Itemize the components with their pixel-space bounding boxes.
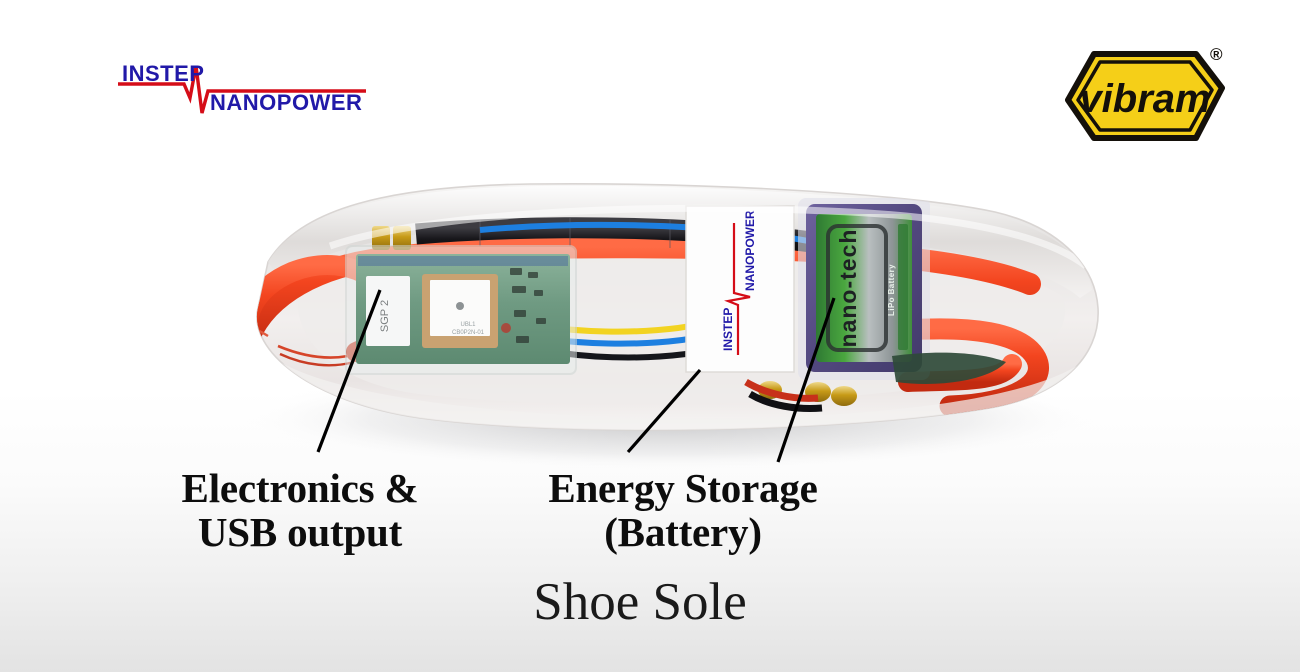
green-felt-patch [892, 352, 1006, 384]
antenna-chip-code: CB0P2N-01 [452, 330, 485, 336]
vibram-logo: vibram ® [1060, 38, 1230, 156]
sole-lower-lip [279, 362, 1082, 431]
pcb-side-label-text: SGP 2 [379, 300, 391, 332]
callout-energy-storage-battery: Energy Storage (Battery) [548, 465, 818, 556]
battery-label [816, 214, 912, 362]
smd-components [510, 268, 546, 343]
led-indicator [501, 323, 511, 333]
battery-brand-text: nano-tech [835, 229, 861, 348]
card-background [685, 205, 795, 373]
sole-gloss-highlight [328, 204, 1089, 269]
antenna-chip-feed [456, 302, 464, 310]
nano-tech-battery: nano-tech LiPo Battery [798, 198, 930, 380]
thin-red-wire [256, 315, 269, 338]
instep-nanopower-logo: INSTEP NANOPOWER [116, 58, 366, 120]
pcb-trace-band [358, 256, 568, 266]
battery-label-stripe [898, 224, 908, 350]
antenna-chip-label: UBL1 [460, 322, 476, 328]
nanopower-word: NANOPOWER [210, 90, 362, 115]
electronics-module: SGP 2 UBL1 CB0P2N-01 [345, 245, 577, 375]
battery-type-text: LiPo Battery [887, 264, 896, 316]
instep-word: INSTEP [122, 61, 204, 86]
card-instep-text: INSTEP [721, 308, 735, 351]
caption-shoe-sole: Shoe Sole [533, 573, 747, 631]
callout-electronics-usb-output: Electronics & USB output [181, 465, 419, 556]
shoe-sole-photo: SGP 2 UBL1 CB0P2N-01 [150, 150, 1150, 470]
battery-label-frame [826, 224, 888, 352]
instep-nanopower-card: INSTEP NANOPOWER [685, 205, 795, 373]
card-nanopower-text: NANOPOWER [743, 210, 757, 291]
vibram-wordmark: vibram [1079, 77, 1210, 121]
registered-mark-icon: ® [1210, 45, 1223, 64]
